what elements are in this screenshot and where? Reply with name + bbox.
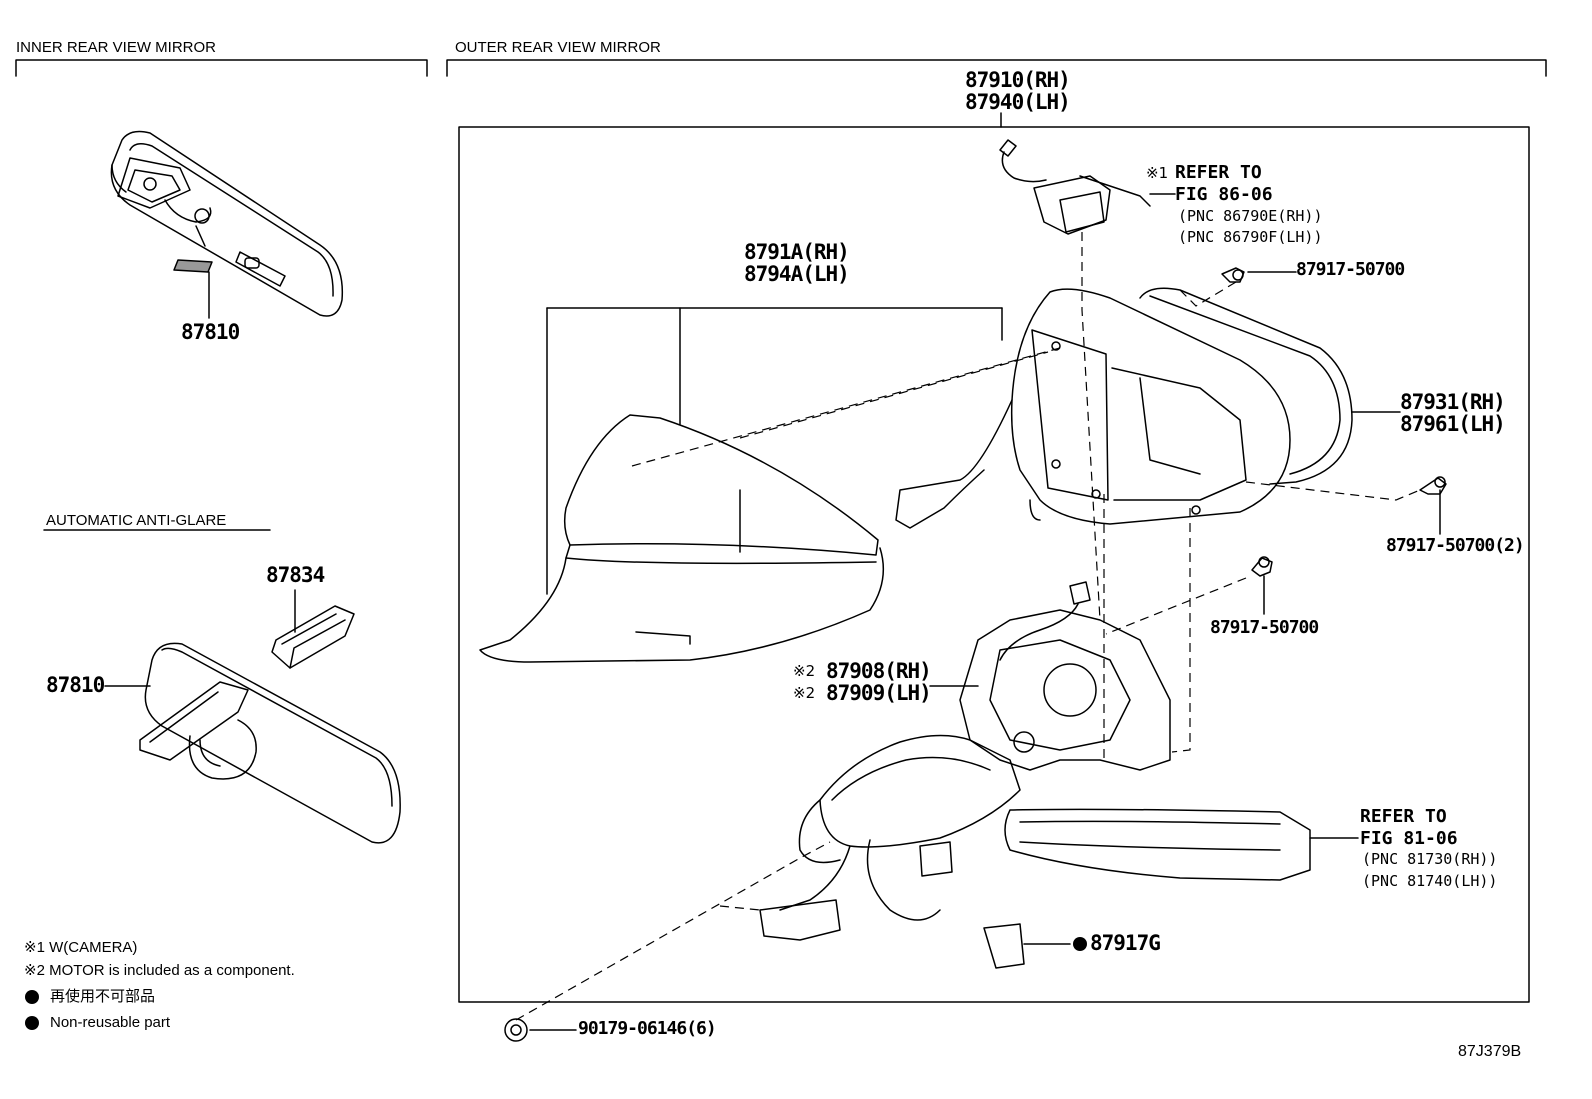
part-87908-rh: 87908(RH) bbox=[826, 659, 932, 683]
camera-drawing bbox=[999, 139, 1176, 235]
legend-non-reusable-jp: 再使用不可部品 bbox=[50, 988, 156, 1005]
clip-drawing bbox=[504, 1018, 577, 1042]
mirror-cover-drawing bbox=[479, 307, 1003, 663]
dashed-assembly-lines bbox=[515, 232, 1421, 1021]
outer-assembly-frame bbox=[458, 126, 1530, 1003]
camera-pnc-lh: (PNC 86790F(LH)) bbox=[1178, 228, 1323, 246]
part-87931-rh: 87931(RH) bbox=[1400, 390, 1506, 414]
outer-section-title: OUTER REAR VIEW MIRROR bbox=[455, 39, 661, 56]
part-8791a-rh: 8791A(RH) bbox=[744, 240, 850, 264]
part-87834: 87834 bbox=[266, 563, 325, 587]
motor-drawing bbox=[929, 581, 1171, 771]
part-87909-lh: 87909(LH) bbox=[826, 681, 932, 705]
part-8794a-lh: 8794A(LH) bbox=[744, 262, 850, 286]
part-87917-50700-a: 87917-50700 bbox=[1296, 259, 1405, 280]
camera-fig: FIG 86-06 bbox=[1175, 184, 1273, 205]
inner-section-bracket bbox=[15, 59, 428, 77]
non-reusable-dots bbox=[25, 937, 1087, 1030]
camera-pnc-rh: (PNC 86790E(RH)) bbox=[1178, 207, 1323, 225]
inner-mirror-drawing bbox=[110, 130, 344, 319]
part-90179-06146: 90179-06146(6) bbox=[578, 1018, 717, 1039]
diagram-code: 87J379B bbox=[1458, 1043, 1522, 1060]
part-87917-50700-b: 87917-50700(2) bbox=[1386, 535, 1525, 556]
anti-glare-title: AUTOMATIC ANTI-GLARE bbox=[46, 512, 227, 529]
legend-note-motor: ※2 MOTOR is included as a component. bbox=[24, 962, 295, 979]
mirror-base-drawing bbox=[759, 734, 1021, 941]
anti-glare-cover-drawing bbox=[271, 589, 355, 669]
mirror-housing-drawing bbox=[895, 288, 1291, 529]
part-87940-lh: 87940(LH) bbox=[965, 90, 1071, 114]
motor-mark-rh: ※2 bbox=[793, 662, 816, 680]
legend-note-camera: ※1 W(CAMERA) bbox=[24, 939, 138, 956]
part-87910-rh: 87910(RH) bbox=[965, 68, 1071, 92]
part-87917-50700-c: 87917-50700 bbox=[1210, 617, 1319, 638]
turn-signal-lamp-drawing bbox=[1004, 808, 1359, 881]
legend-non-reusable-en: Non-reusable part bbox=[50, 1014, 171, 1031]
lamp-pnc-rh: (PNC 81730(RH)) bbox=[1362, 850, 1498, 868]
inner-mirror-antiglare-drawing bbox=[104, 642, 401, 844]
part-87810-top: 87810 bbox=[181, 320, 240, 344]
part-87917g: 87917G bbox=[1090, 931, 1161, 955]
camera-mark: ※1 bbox=[1146, 164, 1169, 182]
pad-drawing bbox=[983, 923, 1071, 969]
screw-drawings bbox=[1221, 267, 1447, 615]
lamp-pnc-lh: (PNC 81740(LH)) bbox=[1362, 872, 1498, 890]
motor-mark-lh: ※2 bbox=[793, 684, 816, 702]
lamp-refer-to: REFER TO bbox=[1360, 806, 1447, 827]
part-87810-antiglare: 87810 bbox=[46, 673, 105, 697]
part-87961-lh: 87961(LH) bbox=[1400, 412, 1506, 436]
lamp-fig: FIG 81-06 bbox=[1360, 828, 1458, 849]
outer-section-bracket bbox=[446, 59, 1547, 77]
camera-refer-to: REFER TO bbox=[1175, 162, 1262, 183]
mirror-glass-drawing bbox=[1139, 287, 1401, 485]
inner-section-title: INNER REAR VIEW MIRROR bbox=[16, 39, 217, 56]
